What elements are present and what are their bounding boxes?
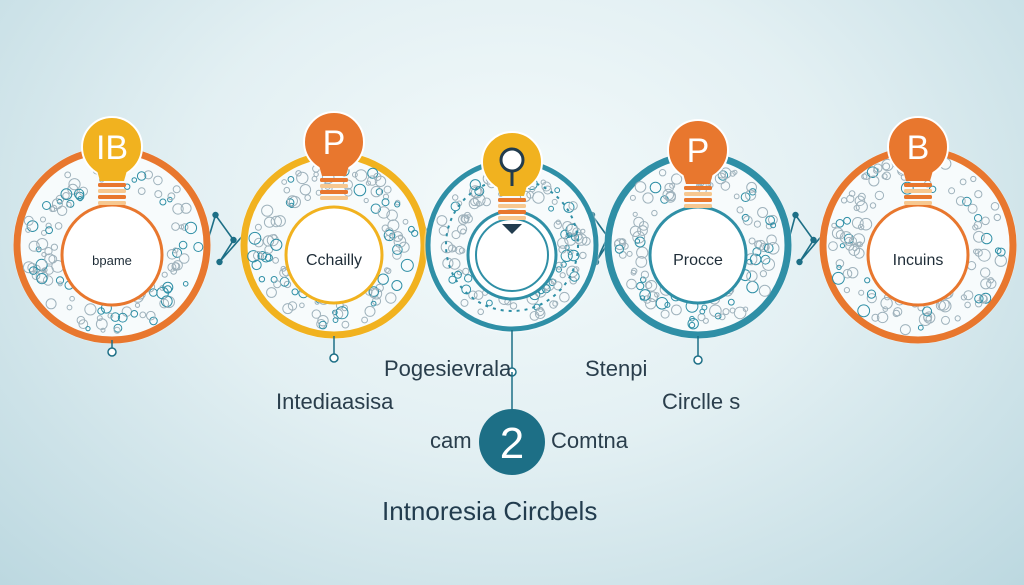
circle-label: Cchailly [306,252,362,269]
bulb-base-stripe [498,198,526,202]
lightbulb-icon: P [303,111,365,200]
drop-connectors [107,330,703,410]
bulb-base-stripe [98,195,126,199]
bulb-base-stripe [684,204,712,208]
caption-cam: cam [430,428,472,453]
bulb-base-stripe [904,183,932,187]
connector-line [204,213,247,263]
bulb-neck [682,170,714,184]
lightbulb-magnifier-icon [481,131,543,234]
caption-intediaasisa: Intediaasisa [276,389,394,414]
diagram-circle-5: B Incuins [819,116,1017,344]
bulb-base-stripe [98,201,126,205]
badge-circle [479,409,545,475]
dotted-ring [445,178,579,312]
magnifier-lens [499,147,525,173]
bulb-letter: B [907,129,930,167]
bulb-tip [502,224,522,234]
connector-node [792,211,799,219]
bulb-letter: P [687,132,710,170]
bulb-base-stripe [320,178,348,182]
bulb-base-stripe [320,190,348,194]
decorative-dots [247,162,419,330]
connector-node [212,211,219,219]
bulb-neck [96,167,128,181]
connector-node [230,236,237,244]
bulb-base-stripe [904,201,932,205]
diagram-circle-3 [424,131,600,333]
lightbulb-icon: IB [81,116,143,205]
circle-label: bpame [92,253,132,268]
number-badge: 2 [479,409,545,475]
diagram-circle-2: P Cchailly [240,111,428,339]
drop-node [693,355,703,365]
connector-node [216,258,223,266]
bulb-base-stripe [320,196,348,200]
diagram-title: Intnoresia Circbels [382,496,598,526]
drop-node [107,347,117,357]
bulb-base-stripe [498,210,526,214]
badge-number: 2 [500,419,524,468]
bulb-base-stripe [684,198,712,202]
circle-label: Incuins [893,252,944,269]
lightbulb-icon: P [667,119,729,208]
bulb-base-stripe [98,183,126,187]
circle-label: Procce [673,252,723,269]
bulb-base-stripe [498,204,526,208]
diagram-circle-4: P Procce [604,119,792,339]
bulb-letter: IB [96,129,128,167]
bulb-base-stripe [98,189,126,193]
bulb-base-stripe [320,184,348,188]
bulb-neck [496,182,528,196]
bulb-base-stripe [904,189,932,193]
caption-circles: Circlle s [662,389,741,414]
connector-line [785,213,826,263]
drop-node [329,353,339,363]
caption-stenpi: Stenpi [585,356,648,381]
bulb-base-stripe [684,192,712,196]
lightbulb-icon: B [887,116,949,205]
bulb-neck [902,167,934,181]
connector-node [810,236,817,244]
bulb-base-stripe [684,186,712,190]
bulb-letter: P [323,124,346,162]
caption-comtna: Comtna [551,428,629,453]
connector-node [796,258,803,266]
bulb-neck [318,162,350,176]
diagram-circle-1: IB bpame [13,116,211,344]
bulb-base-stripe [498,216,526,220]
caption-pogesievrala: Pogesievrala [384,356,512,381]
bulb-base-stripe [904,195,932,199]
inner-circle [284,205,384,305]
